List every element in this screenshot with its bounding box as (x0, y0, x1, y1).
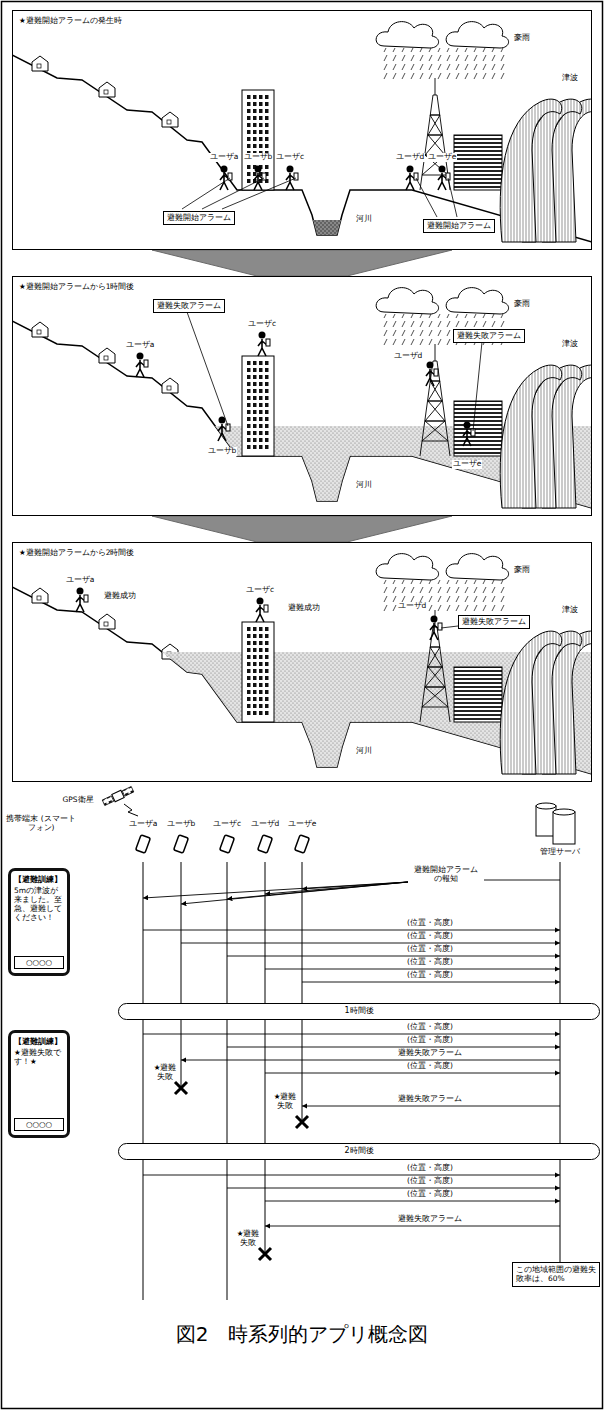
label-text: ユーザd (250, 820, 281, 829)
label-text: ユーザb (166, 820, 197, 829)
label-text: 避難失敗アラーム (397, 1095, 463, 1104)
band-text: 2時間後 (344, 1147, 373, 1156)
label-text: ユーザb (243, 153, 274, 162)
alarm-box: 避難失敗アラーム (453, 329, 525, 343)
screen-heading: 【避難訓練】 (14, 875, 64, 884)
label-text: ユーザc (245, 586, 275, 595)
label-text: 豪雨 (513, 566, 531, 575)
panel-title: ★避難開始アラームから1時間後 (19, 282, 135, 291)
screen-message: 5mの津波が来ました。至急、避難してください！ (14, 886, 64, 922)
time-band: 1時間後 (118, 1003, 600, 1020)
label-text: 管理サーバ (539, 848, 581, 857)
screen-message: ★避難失敗です！★ (14, 1048, 64, 1066)
label-text: 豪雨 (513, 300, 531, 309)
alarm-text: 避難開始アラーム (167, 213, 231, 223)
sequence-art (102, 786, 575, 1300)
alarm-text: 避難開始アラーム (427, 221, 491, 231)
alarm-text: 避難失敗アラーム (462, 617, 526, 627)
label-text: 河川 (355, 747, 373, 756)
label-text: 津波 (561, 340, 579, 349)
label-text: ユーザc (275, 153, 305, 162)
label-text: (位置・高度) (406, 971, 454, 980)
time-band: 2時間後 (118, 1143, 600, 1160)
scene-panel: ★避難開始アラームから1時間後避難失敗アラーム避難失敗アラーム (12, 276, 592, 516)
label-text: 携帯端末 (スマートフォン) (5, 815, 77, 832)
label-text: ★避難失敗 (150, 1064, 180, 1081)
label-text: (位置・高度) (406, 1177, 454, 1186)
step-chevron (152, 250, 452, 276)
label-text: 避難失敗アラーム (397, 1049, 463, 1058)
screen-heading: 【避難訓練】 (14, 1037, 64, 1046)
label-text: ユーザd (397, 602, 428, 611)
result-text: この地域範囲の避難失敗率は、60% (516, 1265, 596, 1284)
leader-line (187, 312, 482, 431)
scene-2h (12, 554, 602, 774)
label-text: 避難成功 (287, 604, 321, 613)
label-text: (位置・高度) (406, 1062, 454, 1071)
label-text: ユーザc (212, 820, 242, 829)
label-text: ユーザd (393, 352, 424, 361)
label-text: (位置・高度) (406, 1036, 454, 1045)
panel-title: ★避難開始アラームから2時間後 (19, 548, 135, 557)
scene-alarm (12, 22, 602, 242)
label-text: 河川 (355, 481, 373, 490)
label-text: (位置・高度) (406, 945, 454, 954)
band-text: 1時間後 (344, 1007, 373, 1016)
alarm-text: 避難失敗アラーム (157, 301, 221, 311)
label-text: 津波 (561, 606, 579, 615)
label-text: ユーザb (207, 447, 238, 456)
label-text: ユーザe (287, 820, 318, 829)
scene-panel: ★避難開始アラームから2時間後避難失敗アラーム (12, 542, 592, 782)
scene-panel: ★避難開始アラームの発生時避難開始アラーム避難開始アラーム (12, 10, 592, 250)
leader-line (441, 626, 458, 628)
label-text: ★避難失敗 (270, 1093, 300, 1110)
label-text: (位置・高度) (406, 958, 454, 967)
label-text: ユーザa (65, 576, 96, 585)
result-box: この地域範囲の避難失敗率は、60% (512, 1262, 600, 1287)
phone-screen: 【避難訓練】 5mの津波が来ました。至急、避難してください！ ○○○○ (8, 868, 70, 976)
label-text: 避難失敗アラーム (397, 1215, 463, 1224)
label-text: ユーザe (452, 460, 483, 469)
figure-caption: 図2 時系列的アプリ概念図 (0, 1322, 604, 1346)
alarm-box: 避難開始アラーム (423, 219, 495, 233)
label-text: ユーザd (395, 153, 426, 162)
label-text: ユーザa (125, 341, 156, 350)
label-text: 避難開始アラームの報知 (410, 866, 482, 883)
label-text: ユーザa (209, 153, 240, 162)
alarm-box: 避難失敗アラーム (153, 299, 225, 313)
alarm-text: 避難失敗アラーム (457, 331, 521, 341)
phone-screen: 【避難訓練】 ★避難失敗です！★ ○○○○ (8, 1030, 70, 1138)
label-text: (位置・高度) (406, 1023, 454, 1032)
label-text: 津波 (561, 74, 579, 83)
label-text: (位置・高度) (406, 1164, 454, 1173)
label-text: ★避難失敗 (233, 1230, 263, 1247)
label-text: 避難成功 (103, 592, 137, 601)
label-text: 河川 (355, 215, 373, 224)
label-text: (位置・高度) (406, 932, 454, 941)
label-text: 豪雨 (513, 34, 531, 43)
alarm-box: 避難開始アラーム (163, 211, 235, 225)
label-text: ユーザa (128, 820, 159, 829)
label-text: ユーザc (247, 320, 277, 329)
label-text: ユーザe (427, 153, 458, 162)
alarm-box: 避難失敗アラーム (458, 615, 530, 629)
panel-title: ★避難開始アラームの発生時 (19, 16, 122, 25)
label-text: GPS衛星 (61, 796, 94, 805)
screen-button: ○○○○ (14, 956, 64, 969)
label-text: (位置・高度) (406, 919, 454, 928)
step-chevron (152, 516, 452, 542)
scene-1h (12, 288, 602, 508)
label-text: (位置・高度) (406, 1190, 454, 1199)
screen-button: ○○○○ (14, 1118, 64, 1131)
